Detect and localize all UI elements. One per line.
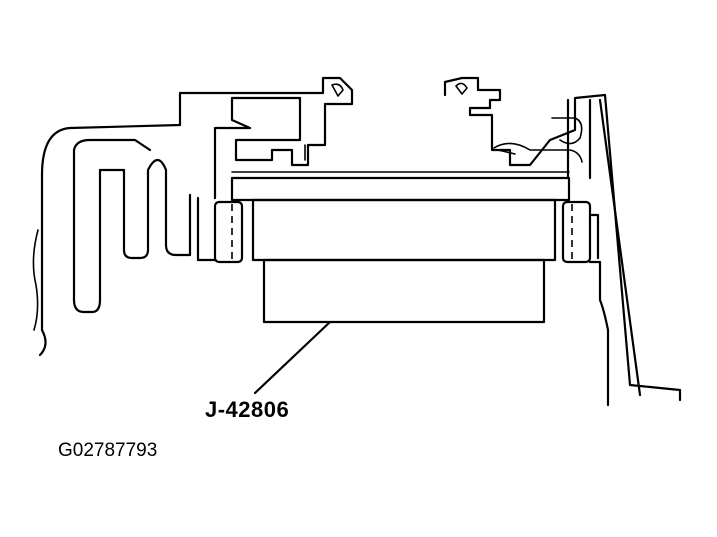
bushing-left (213, 200, 244, 264)
housing-left (32, 76, 354, 357)
tool-label: J-42806 (205, 397, 290, 422)
leader-line (253, 320, 332, 395)
figure-code: G02787793 (58, 440, 158, 461)
bushing-right (561, 200, 592, 264)
tool-j-42806 (230, 171, 571, 324)
housing-right (443, 76, 682, 407)
